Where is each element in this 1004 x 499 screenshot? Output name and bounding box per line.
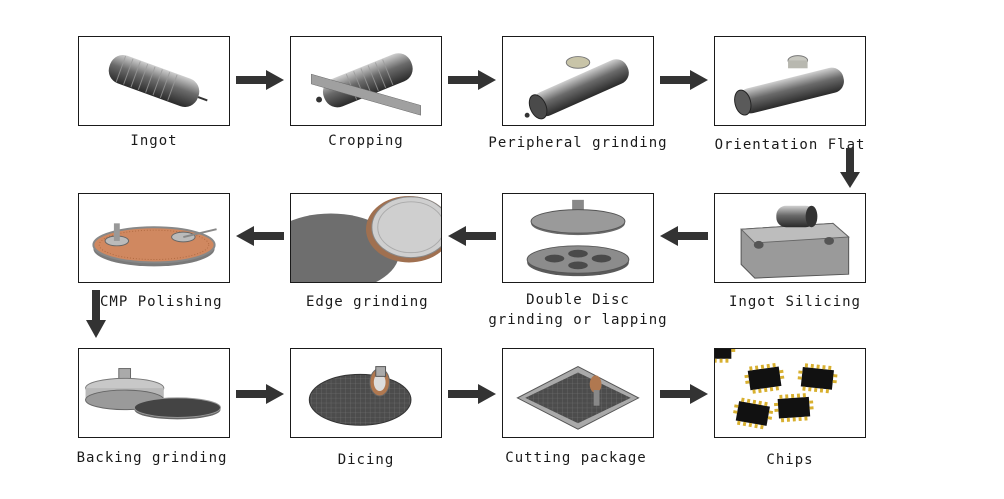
step-label-cropping: Cropping [328,133,404,149]
step-label-edge: Edge grinding [306,294,429,310]
backing-grinding-image [78,348,230,438]
arrow-left-2 [448,226,496,246]
arrow-right-2 [448,70,496,90]
cmp-polishing-image [78,193,230,283]
step-label-ingot: Ingot [130,133,178,149]
step-label-double-disc-line2: grinding or lapping [488,312,668,328]
step-label-orientation: Orientation Flat [714,137,866,153]
arrow-right-6 [660,384,708,404]
step-label-slicing: Ingot Silicing [728,294,861,310]
arrow-left-1 [660,226,708,246]
arrow-right-5 [448,384,496,404]
arrow-down-1 [840,148,860,188]
edge-grinding-image [290,193,442,283]
arrow-right-1 [236,70,284,90]
peripheral-grinding-image [502,36,654,126]
ingot-image [78,36,230,126]
double-disc-image [502,193,654,283]
step-label-chips: Chips [766,452,814,468]
step-label-double-disc-line1: Double Disc [526,292,630,308]
cropping-image [290,36,442,126]
dicing-image [290,348,442,438]
arrow-right-4 [236,384,284,404]
arrow-right-3 [660,70,708,90]
orientation-flat-image [714,36,866,126]
ingot-slicing-image [714,193,866,283]
step-label-dicing: Dicing [337,452,395,468]
arrow-down-2 [86,290,106,338]
step-label-cmp: CMP Polishing [100,294,223,310]
step-label-backing: Backing grinding [76,450,228,466]
chips-image [714,348,866,438]
step-label-cutting: Cutting package [505,450,647,466]
arrow-left-3 [236,226,284,246]
step-label-peripheral: Peripheral grinding [488,135,668,151]
cutting-package-image [502,348,654,438]
